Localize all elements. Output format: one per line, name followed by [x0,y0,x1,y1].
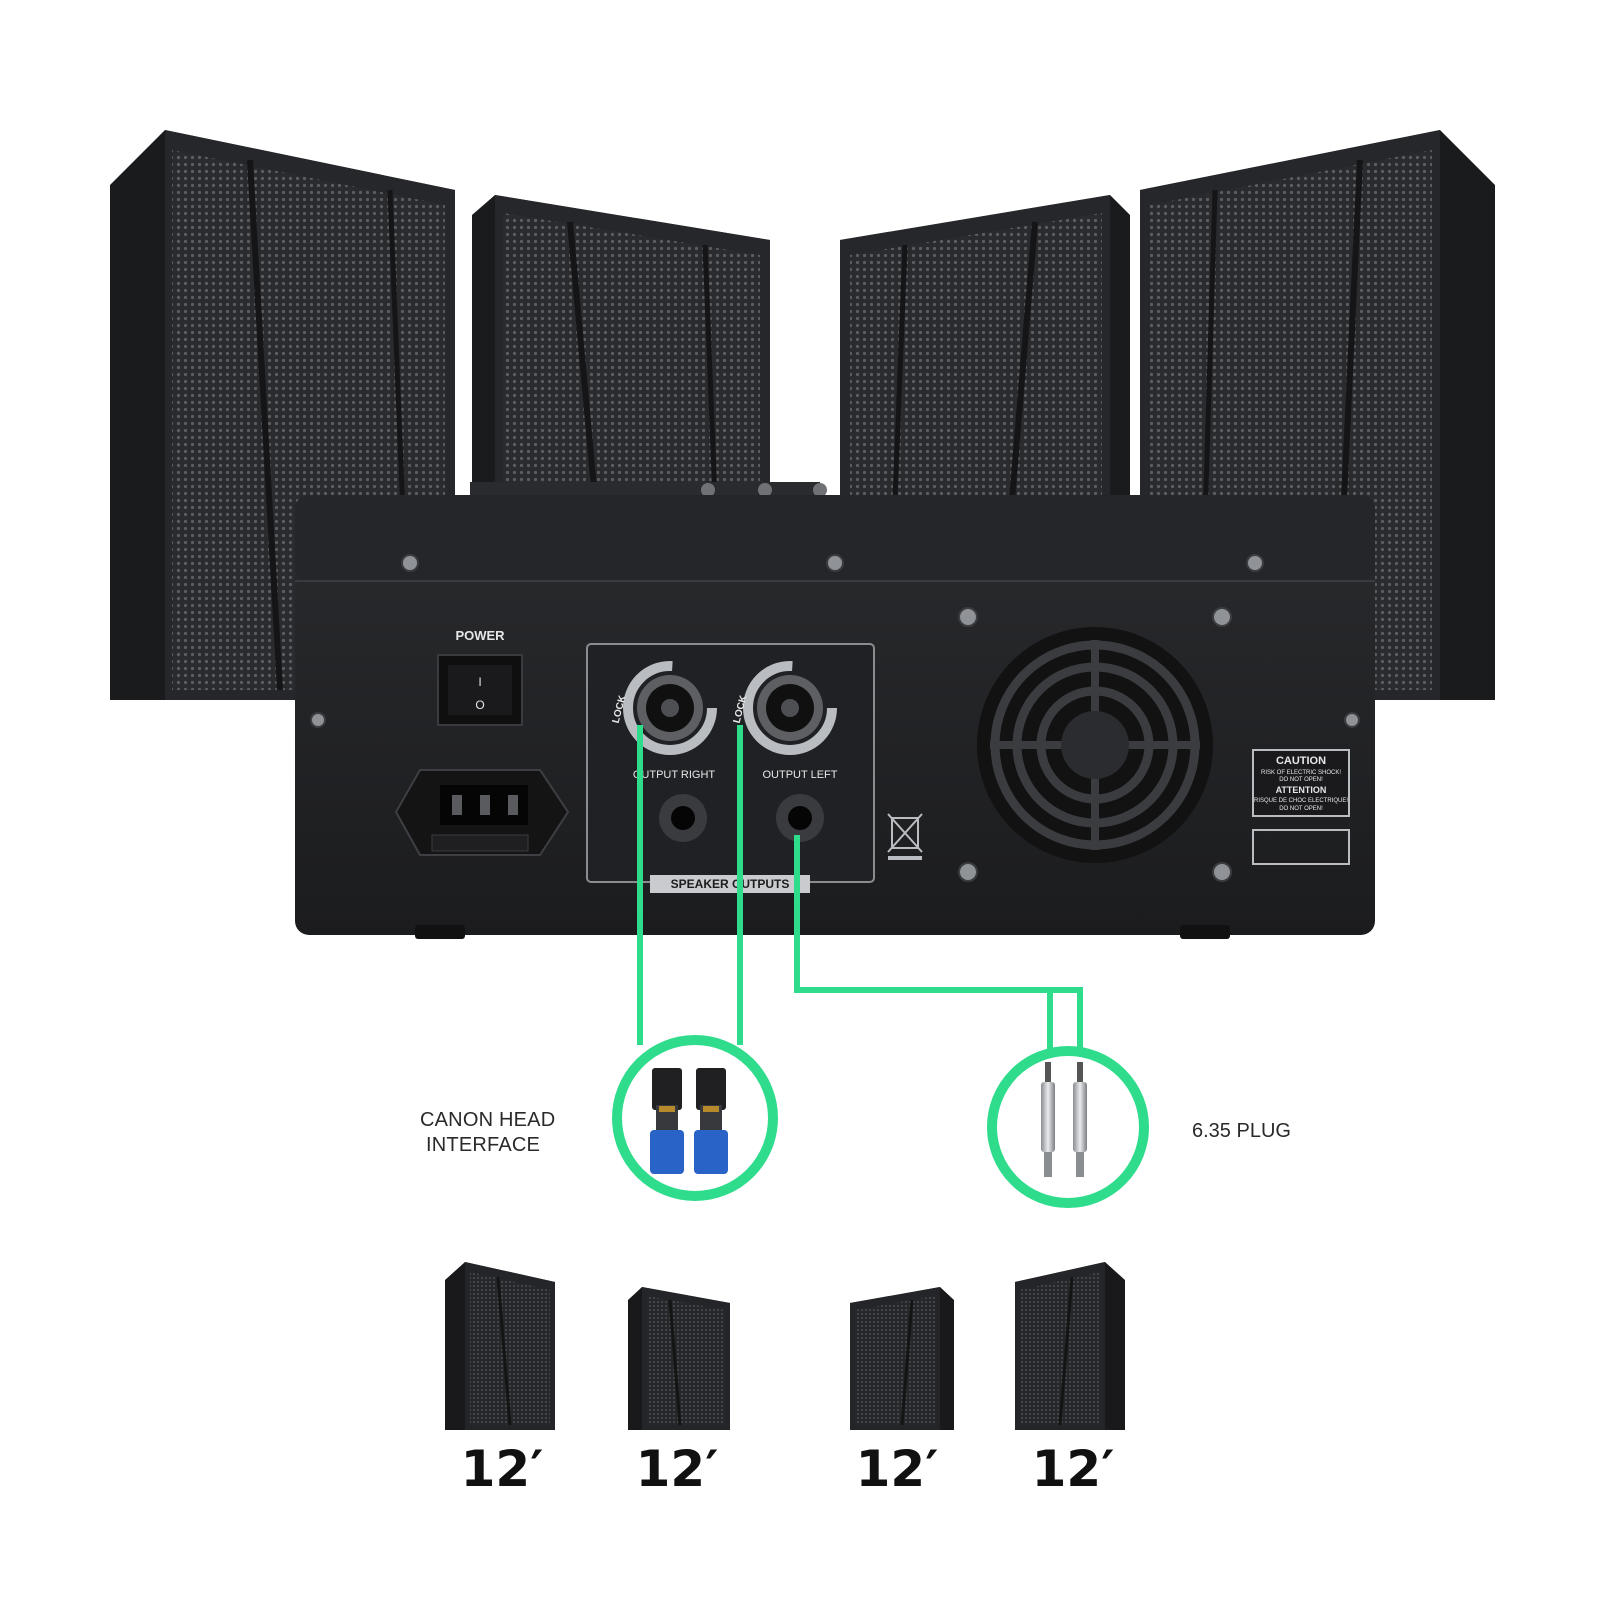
attention-line-1: RISQUE DE CHOC ELECTRIQUE! [1254,798,1348,804]
speaker-outputs-label: SPEAKER OUTPUTS [671,877,790,891]
amplifier-rear-panel [295,482,1375,939]
bottom-speaker-3 [850,1287,954,1430]
output-right-label: OUTPUT RIGHT [633,769,716,781]
power-label: POWER [455,628,505,643]
switch-on-mark: I [478,675,481,689]
output-left-label: OUTPUT LEFT [763,769,838,781]
bottom-speaker-1 [445,1262,555,1430]
bottom-speaker-4 [1015,1262,1125,1430]
jack-plug-callout [987,1046,1149,1208]
jack-plug-icon [1041,1062,1087,1177]
back-speaker-3 [840,195,1130,505]
caution-line-2: DO NOT OPEN! [1279,777,1323,783]
caution-line-1: RISK OF ELECTRIC SHOCK! [1261,770,1341,776]
cable-lines [637,725,1083,1050]
canon-label-line-1: CANON HEAD [420,1109,556,1131]
speaker-size-label-2: 12′ [635,1440,719,1498]
caution-title: CAUTION [1276,755,1326,767]
canon-head-interface-label: CANON HEAD INTERFACE [420,1108,555,1158]
speaker-size-label-4: 12′ [1031,1440,1115,1498]
plug-label: 6.35 PLUG [1192,1120,1291,1142]
attention-line-2: DO NOT OPEN! [1279,806,1323,812]
speakon-plug-icon [650,1068,728,1174]
canon-label-line-2: INTERFACE [426,1134,541,1156]
switch-off-mark: O [475,698,484,712]
speakon-connector-callout [612,1035,778,1201]
speaker-size-label-3: 12′ [855,1440,939,1498]
attention-title: ATTENTION [1276,785,1327,795]
back-speaker-2 [472,195,770,505]
bottom-speaker-2 [628,1287,730,1430]
speaker-size-label-1: 12′ [460,1440,544,1498]
